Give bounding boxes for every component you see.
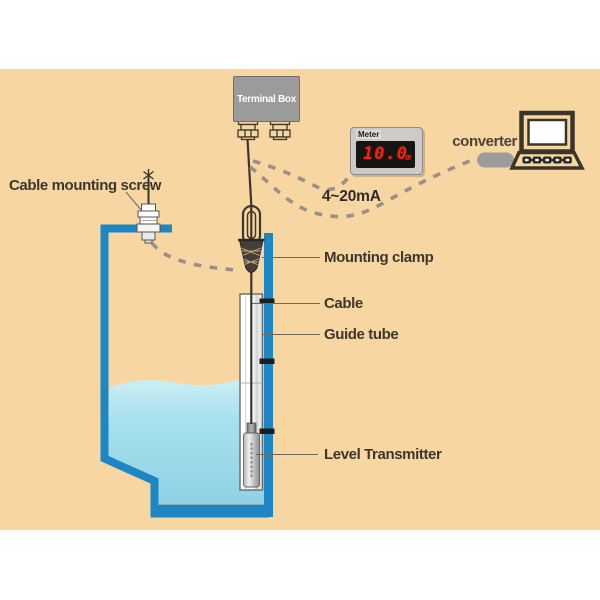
cable-mounting-screw-device	[136, 169, 161, 244]
signal-wires-dashed	[150, 157, 476, 272]
background-band	[0, 69, 600, 530]
gland-right	[269, 119, 291, 141]
cable-glands	[237, 119, 291, 141]
terminal-box: Terminal Box	[233, 76, 300, 122]
tank-water	[108, 379, 264, 504]
meter-value: 10.0	[363, 144, 408, 164]
level-transmitter-label: Level Transmitter	[324, 446, 442, 463]
level-transmitter-graphic	[243, 422, 260, 488]
tank-walls	[100, 224, 273, 518]
screw-star-icon	[143, 169, 154, 181]
meter-device: Meter 10.0 m	[350, 127, 423, 175]
signal-label: 4~20mA	[322, 188, 381, 205]
gland-left	[237, 119, 259, 141]
meter-unit: m	[405, 153, 411, 163]
laptop-icon	[509, 110, 585, 170]
meter-label: Meter	[356, 130, 382, 139]
cable-label: Cable	[324, 295, 363, 312]
meter-display: 10.0 m	[356, 141, 415, 168]
mounting-clamp-label: Mounting clamp	[324, 249, 434, 266]
leader-lines	[125, 191, 320, 456]
converter-label: converter	[452, 133, 517, 150]
terminal-box-label: Terminal Box	[236, 93, 296, 105]
cable-mounting-screw-label: Cable mounting screw	[9, 177, 162, 194]
tube-brackets	[259, 298, 275, 434]
converter-device	[477, 152, 514, 168]
guide-tube-label: Guide tube	[324, 326, 399, 343]
